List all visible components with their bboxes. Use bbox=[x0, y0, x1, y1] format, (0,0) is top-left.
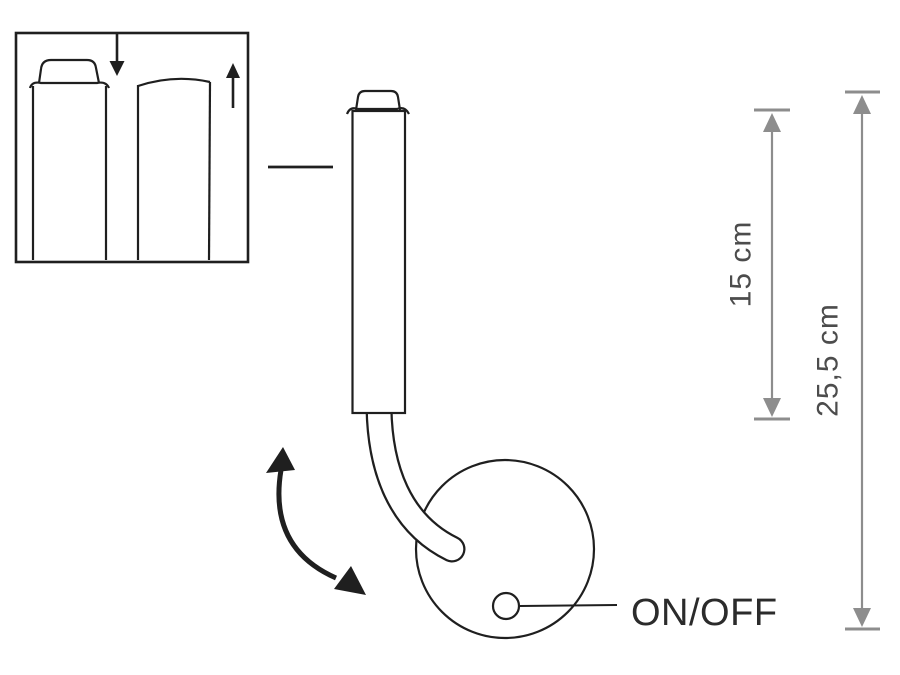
bulb-cap bbox=[37, 58, 101, 84]
tube-cylinder bbox=[136, 77, 212, 261]
lamp-cap bbox=[354, 89, 402, 111]
rotation-arrow-head-bottom bbox=[334, 566, 366, 595]
rotation-arc bbox=[276, 469, 338, 581]
down-arrow-head bbox=[109, 61, 125, 76]
dimension-15cm: 15 cm bbox=[725, 108, 790, 421]
bulb-with-cap bbox=[28, 58, 111, 260]
power-label: ON/OFF bbox=[631, 592, 778, 634]
dim255-bottom-arrow-head bbox=[853, 608, 871, 627]
dim255-top-arrow-head bbox=[853, 95, 871, 114]
insert-down-arrow-icon bbox=[109, 34, 125, 76]
dimension-25-5cm: 25,5 cm bbox=[812, 90, 880, 631]
dim15-top-arrow-head bbox=[763, 113, 781, 132]
lamp-drawing bbox=[345, 89, 618, 640]
flex-arm-core bbox=[367, 396, 464, 561]
lamp-flange bbox=[345, 107, 410, 115]
left-cylinder-flange bbox=[28, 81, 111, 89]
rotation-arrow-head-top bbox=[266, 447, 295, 473]
up-arrow-head bbox=[226, 63, 240, 78]
rotation-arrow-icon bbox=[266, 447, 366, 595]
dim15-label: 15 cm bbox=[725, 221, 758, 308]
dim255-label: 25,5 cm bbox=[812, 303, 845, 417]
power-leader-line bbox=[519, 604, 618, 607]
right-cylinder-top bbox=[137, 77, 211, 88]
right-cylinder-right-side bbox=[207, 81, 212, 261]
wall-mount-base bbox=[414, 458, 596, 640]
remove-up-arrow-icon bbox=[226, 63, 240, 108]
lamp-tube bbox=[351, 109, 407, 415]
dim15-bottom-arrow-head bbox=[763, 398, 781, 417]
power-button bbox=[491, 591, 521, 621]
instruction-inset bbox=[14, 31, 250, 264]
inset-box bbox=[14, 31, 250, 264]
